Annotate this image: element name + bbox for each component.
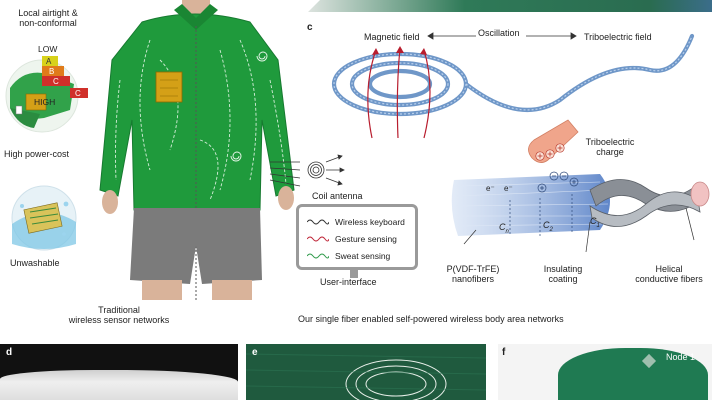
legend-swatch-keyboard <box>307 219 329 225</box>
legend-swatch-gesture <box>307 236 329 242</box>
level-c-second: C <box>75 89 81 98</box>
level-a: A <box>46 57 52 66</box>
magnetic-field-label: Magnetic field <box>364 32 420 42</box>
high-power-cost-label: High power-cost <box>4 149 70 159</box>
level-c2-bar <box>70 88 88 98</box>
unwashable-label: Unwashable <box>10 258 60 268</box>
nanofibers-label: P(VDF-TrFE) nanofibers <box>446 264 500 285</box>
panel-d-letter: d <box>6 347 13 358</box>
wireless-signal-illustration <box>269 154 345 187</box>
level-a-bar <box>42 56 58 66</box>
figure-caption: Our single fiber enabled self-powered wi… <box>298 314 564 324</box>
panel-corner-wedge <box>290 0 320 20</box>
panel-f-letter: f <box>502 347 506 358</box>
panel-e-letter: e <box>252 347 258 358</box>
oscillation-label: Oscillation <box>478 28 520 38</box>
electron-label-2: e⁻ <box>504 184 513 193</box>
capacitor-c1-label: C1 <box>590 216 600 229</box>
panel-e-photo <box>246 344 486 400</box>
coil-fiber-illustration <box>331 32 695 139</box>
legend-sweat-sensing: Sweat sensing <box>307 251 390 261</box>
level-low: LOW <box>38 44 58 54</box>
airtight-label: Local airtight & non-conformal <box>18 8 78 29</box>
capacitor-cn-label: Cn <box>499 222 509 235</box>
level-b: B <box>49 67 55 76</box>
panel-c-letter: c <box>307 22 313 33</box>
legend-gesture-sensing: Gesture sensing <box>307 234 397 244</box>
coil-antenna-label: Coil antenna <box>312 191 363 201</box>
helical-fibers-label: Helical conductive fibers <box>635 264 703 285</box>
user-interface-legend: Wireless keyboard Gesture sensing Sweat … <box>296 204 418 270</box>
capacitor-c2-label: C2 <box>543 220 553 233</box>
level-high: HIGH <box>34 97 56 107</box>
traditional-wsn-label: Traditional wireless sensor networks <box>68 305 170 326</box>
level-c-bar <box>42 76 70 86</box>
legend-wireless-keyboard: Wireless keyboard <box>307 217 405 227</box>
triboelectric-field-label: Triboelectric field <box>584 32 652 42</box>
legend-swatch-sweat <box>307 253 329 259</box>
top-photo-strip <box>300 0 712 12</box>
level-c: C <box>53 77 59 86</box>
legend-label-sweat: Sweat sensing <box>335 251 391 261</box>
user-interface-label: User-interface <box>320 277 377 287</box>
node-1-label: Node 1 <box>666 352 696 362</box>
unwashable-illustration <box>11 185 77 251</box>
fiber-structure-illustration <box>451 171 710 253</box>
electron-label-1: e⁻ <box>486 184 495 193</box>
person-illustration <box>99 0 295 300</box>
triboelectric-charge-label: Triboelectric charge <box>585 137 635 158</box>
legend-label-gesture: Gesture sensing <box>335 234 397 244</box>
finger-illustration <box>528 119 579 163</box>
legend-stand <box>350 270 358 278</box>
panel-d-photo <box>0 344 238 400</box>
legend-label-keyboard: Wireless keyboard <box>335 217 405 227</box>
insulating-coating-label: Insulating coating <box>543 264 583 285</box>
level-b-bar <box>42 66 64 76</box>
panel-e-stitching <box>246 353 486 400</box>
panel-f-photo <box>498 344 712 400</box>
